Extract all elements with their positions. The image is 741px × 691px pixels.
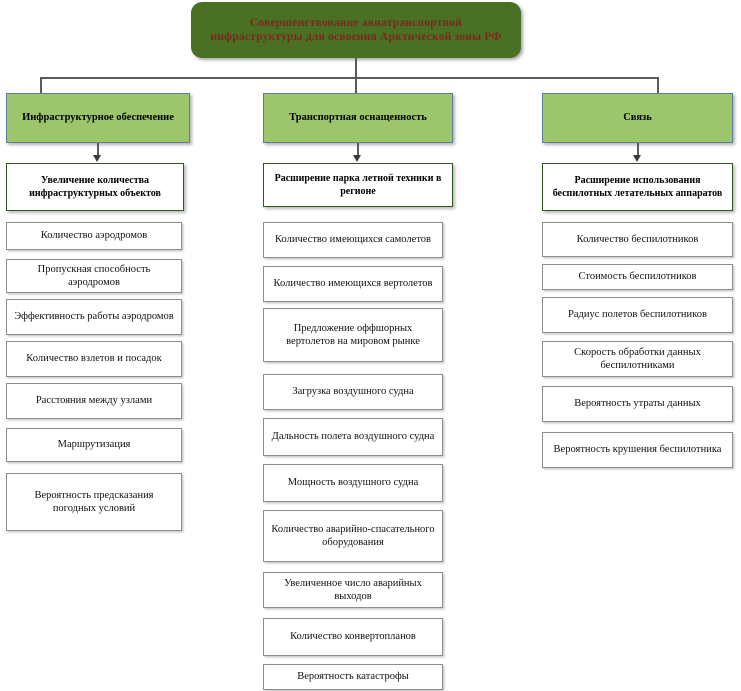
list-item[interactable]: Вероятность катастрофы xyxy=(263,664,443,690)
item-label: Скорость обработки данных беспилотниками xyxy=(574,346,701,372)
category-box-transport[interactable]: Транспортная оснащенность xyxy=(263,93,453,143)
root-title-text: Совершенствование авиатранспортной инфра… xyxy=(210,17,502,43)
subheader-label-infrastructure: Увеличение количества инфраструктурных о… xyxy=(29,175,161,199)
subheader-label-communication: Расширение использования беспилотных лет… xyxy=(552,175,723,199)
category-label-transport: Транспортная оснащенность xyxy=(289,112,427,123)
item-label: Стоимость беспилотников xyxy=(578,271,697,283)
connector-infrastructure-to-sub xyxy=(97,143,99,157)
list-item[interactable]: Вероятность крушения беспилотника xyxy=(542,432,733,468)
list-item[interactable]: Пропускная способность аэродромов xyxy=(6,259,182,293)
item-label: Мощность воздушного судна xyxy=(287,477,419,489)
subheader-label-transport: Расширение парка летной техники в регион… xyxy=(274,173,442,197)
item-label: Эффективность работы аэродромов xyxy=(14,311,174,323)
subheader-box-communication[interactable]: Расширение использования беспилотных лет… xyxy=(542,163,733,211)
root-title-box: Совершенствование авиатранспортной инфра… xyxy=(191,2,521,58)
category-label-infrastructure: Инфраструктурное обеспечение xyxy=(22,112,174,123)
item-label: Количество аварийно-спасательного оборуд… xyxy=(271,523,435,549)
item-label: Вероятность крушения беспилотника xyxy=(553,444,722,456)
list-item[interactable]: Дальность полета воздушного судна xyxy=(263,418,443,456)
connector-transport-to-sub xyxy=(357,143,359,157)
arrow-transport-to-sub xyxy=(353,155,361,162)
subheader-box-infrastructure[interactable]: Увеличение количества инфраструктурных о… xyxy=(6,163,184,211)
branch-connector-transport xyxy=(355,77,357,99)
list-item[interactable]: Вероятность предсказания погодных услови… xyxy=(6,473,182,531)
item-label: Количество взлетов и посадок xyxy=(26,353,162,365)
list-item[interactable]: Количество аварийно-спасательного оборуд… xyxy=(263,510,443,562)
connector-communication-to-sub xyxy=(637,143,639,157)
item-label: Увеличенное число аварийных выходов xyxy=(284,577,422,603)
list-item[interactable]: Количество имеющихся вертолетов xyxy=(263,266,443,302)
arrow-infrastructure-to-sub xyxy=(93,155,101,162)
list-item[interactable]: Радиус полетов беспилотников xyxy=(542,297,733,333)
list-item[interactable]: Увеличенное число аварийных выходов xyxy=(263,572,443,608)
list-item[interactable]: Количество аэродромов xyxy=(6,222,182,250)
item-label: Количество беспилотников xyxy=(576,233,699,245)
list-item[interactable]: Маршрутизация xyxy=(6,428,182,462)
subheader-box-transport[interactable]: Расширение парка летной техники в регион… xyxy=(263,163,453,207)
item-label: Маршрутизация xyxy=(57,439,131,451)
item-label: Количество имеющихся вертолетов xyxy=(273,278,433,290)
item-label: Пропускная способность аэродромов xyxy=(37,263,151,289)
list-item[interactable]: Количество взлетов и посадок xyxy=(6,341,182,377)
item-label: Количество конвертопланов xyxy=(290,631,416,643)
item-label: Радиус полетов беспилотников xyxy=(568,309,707,321)
root-stem-connector xyxy=(355,58,357,78)
category-label-communication: Связь xyxy=(623,112,652,123)
branch-connector-infrastructure xyxy=(40,77,42,99)
item-label: Количество имеющихся самолетов xyxy=(275,234,431,246)
item-label: Вероятность катастрофы xyxy=(297,671,409,683)
category-box-communication[interactable]: Связь xyxy=(542,93,733,143)
item-label: Количество аэродромов xyxy=(40,230,148,242)
list-item[interactable]: Скорость обработки данных беспилотниками xyxy=(542,341,733,377)
list-item[interactable]: Количество беспилотников xyxy=(542,222,733,257)
category-box-infrastructure[interactable]: Инфраструктурное обеспечение xyxy=(6,93,190,143)
list-item[interactable]: Стоимость беспилотников xyxy=(542,264,733,290)
item-label: Вероятность утраты данных xyxy=(574,398,701,410)
list-item[interactable]: Предложение оффшорных вертолетов на миро… xyxy=(263,308,443,362)
item-label: Загрузка воздушного судна xyxy=(292,386,414,398)
list-item[interactable]: Загрузка воздушного судна xyxy=(263,374,443,410)
item-label: Вероятность предсказания погодных услови… xyxy=(34,489,154,515)
root-bus-connector xyxy=(40,77,657,79)
arrow-communication-to-sub xyxy=(633,155,641,162)
list-item[interactable]: Вероятность утраты данных xyxy=(542,386,733,422)
item-label: Расстояния между узлами xyxy=(35,395,153,407)
list-item[interactable]: Расстояния между узлами xyxy=(6,383,182,419)
list-item[interactable]: Мощность воздушного судна xyxy=(263,464,443,502)
item-label: Предложение оффшорных вертолетов на миро… xyxy=(286,322,420,348)
list-item[interactable]: Эффективность работы аэродромов xyxy=(6,299,182,335)
item-label: Дальность полета воздушного судна xyxy=(271,431,435,443)
list-item[interactable]: Количество имеющихся самолетов xyxy=(263,222,443,258)
branch-connector-communication xyxy=(657,77,659,99)
list-item[interactable]: Количество конвертопланов xyxy=(263,618,443,656)
